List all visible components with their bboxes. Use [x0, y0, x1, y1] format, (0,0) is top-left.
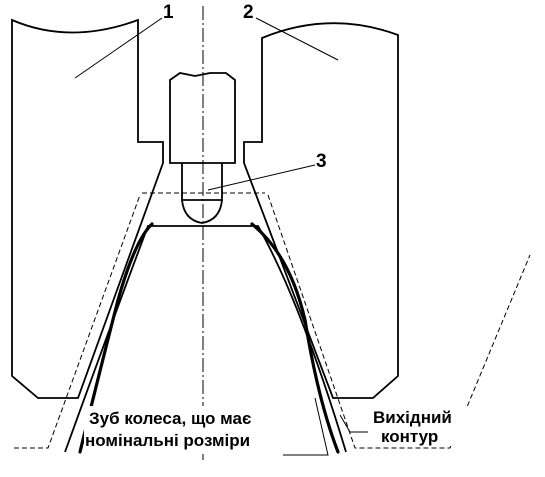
leader-line-1 [74, 17, 163, 79]
right-jaw [243, 22, 399, 399]
leader-line-tooth [283, 397, 329, 456]
tooth-label-line2: номінальні розміри [85, 431, 250, 450]
contour-label-line1: Вихідний [373, 408, 452, 427]
original-contour-left [14, 194, 141, 449]
probe-stem [181, 163, 223, 201]
left-jaw [11, 18, 164, 399]
original-contour-right [267, 194, 531, 449]
contour-label-line2: контур [381, 427, 438, 446]
part-number-2: 2 [243, 2, 254, 23]
leader-line-3 [207, 164, 316, 191]
probe-body [169, 72, 236, 164]
leader-line-2 [255, 17, 339, 61]
tooth-label-line1: Зуб колеса, що має [89, 409, 251, 428]
part-number-1: 1 [163, 2, 174, 23]
tooth-right-flank [250, 222, 340, 454]
nominal-tooth-profile [64, 225, 347, 453]
leader-line-contour [339, 414, 368, 433]
part-number-3: 3 [316, 151, 327, 172]
probe-tip [181, 199, 223, 224]
